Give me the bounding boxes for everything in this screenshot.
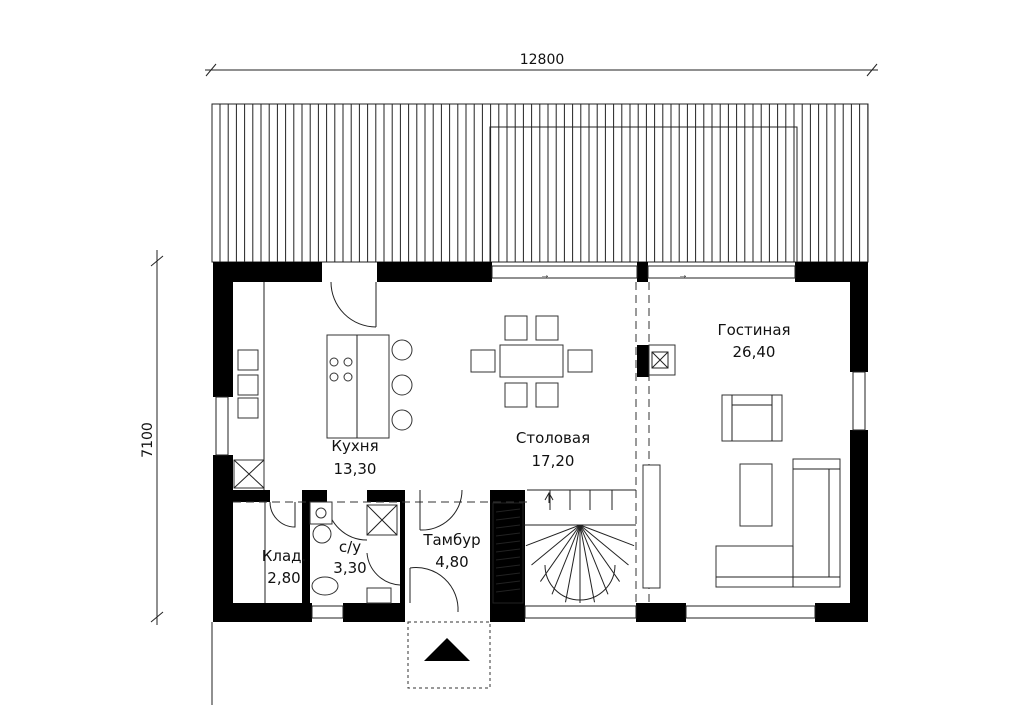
room-name: Тамбур (422, 531, 480, 549)
room-area: 3,30 (333, 559, 366, 577)
hatch-line (539, 524, 581, 582)
room-name: с/у (339, 538, 361, 556)
kitchen-counter (233, 282, 265, 490)
hatch-line (495, 508, 521, 513)
kitchen-island (326, 334, 413, 439)
hatch-line (495, 540, 521, 545)
hatch-line (495, 564, 521, 569)
toilet-icon (311, 576, 339, 596)
room-bathroom: с/у 3,30 (333, 538, 366, 577)
armchair (721, 394, 783, 442)
room-name: Столовая (516, 429, 590, 447)
room-area: 4,80 (435, 553, 468, 571)
walls (213, 262, 868, 622)
room-dining: Столовая 17,20 (516, 429, 590, 470)
dimension-width: 12800 (205, 52, 878, 77)
doors (269, 281, 463, 613)
coffee-table (739, 463, 773, 527)
room-area: 17,20 (532, 452, 575, 470)
sink-icon (237, 397, 259, 419)
bathroom-fixtures (264, 501, 398, 604)
hatch-line (495, 532, 521, 537)
entrance-arrow-icon (424, 638, 470, 661)
hatch-line (579, 524, 609, 595)
fireplace-icon (648, 344, 676, 376)
room-name: Кухня (331, 437, 378, 455)
room-name: Клад. (262, 547, 307, 565)
dining-table (470, 315, 593, 408)
room-vestibule: Тамбур 4,80 (422, 531, 480, 571)
hatch-line (565, 524, 581, 603)
hatch-line (495, 524, 521, 529)
width-label: 12800 (520, 52, 565, 68)
hatch-line (495, 548, 521, 553)
hatch-line (579, 524, 595, 603)
room-area: 2,80 (267, 569, 300, 587)
dimension-height: 7100 (140, 250, 164, 625)
hatch-line (531, 524, 581, 566)
hatch-line (495, 572, 521, 577)
room-kitchen: Кухня 13,30 (331, 437, 378, 478)
sink-icon (237, 374, 259, 396)
room-area: 13,30 (334, 460, 377, 478)
hatch-line (495, 516, 521, 521)
sliding-arrow-icon: → (678, 270, 688, 281)
entrance-porch (211, 621, 491, 705)
hatch-line (495, 588, 521, 593)
shelf-rack (492, 502, 524, 604)
room-area: 26,40 (733, 343, 776, 361)
hatch-line (579, 524, 621, 582)
hatch-line (551, 524, 581, 595)
terrace-hatch (211, 103, 869, 263)
hatch-line (495, 580, 521, 585)
staircase (524, 489, 636, 603)
living-furniture (642, 344, 841, 589)
washbasin-icon (366, 587, 392, 604)
hatch-line (579, 524, 635, 547)
height-label: 7100 (140, 422, 156, 458)
sliding-arrow-icon: → (540, 270, 550, 281)
hatch-line (525, 524, 581, 547)
hatch-line (495, 556, 521, 561)
hatch-line (579, 524, 629, 566)
room-name: Гостиная (717, 321, 790, 339)
room-living: Гостиная 26,40 (717, 321, 790, 361)
room-storage: Клад. 2,80 (262, 547, 307, 587)
